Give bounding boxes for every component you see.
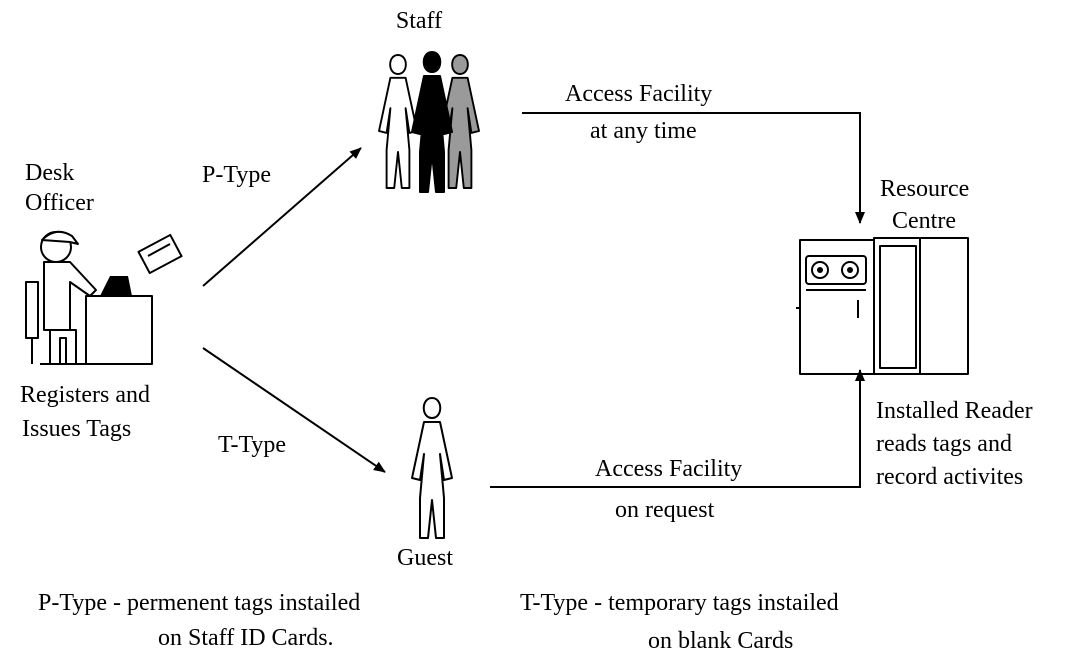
t-type-label: T-Type <box>218 432 286 458</box>
desk-officer-icon <box>25 230 183 365</box>
reader-label-line3: record activites <box>876 464 1023 490</box>
registers-label-line2: Issues Tags <box>22 416 131 442</box>
t-type-note-line2: on blank Cards <box>648 628 793 654</box>
guest-person-icon <box>411 397 453 539</box>
p-type-note-line1: P-Type - permenent tags instailed <box>38 590 360 616</box>
desk-officer-label-line1: Desk <box>25 160 74 186</box>
t-type-note-line1: T-Type - temporary tags instailed <box>520 590 839 616</box>
resource-centre-machine-icon <box>796 237 969 375</box>
p-type-label: P-Type <box>202 162 271 188</box>
resource-label-line1: Resource <box>880 176 969 202</box>
guest-label: Guest <box>397 545 453 571</box>
reader-label-line2: reads tags and <box>876 431 1012 457</box>
registers-label-line1: Registers and <box>20 382 150 408</box>
staff-group-icon <box>378 51 480 193</box>
desk-officer-label-line2: Officer <box>25 190 94 216</box>
t-type-arrow <box>202 347 386 473</box>
staff-label: Staff <box>396 8 442 34</box>
tag-card-icon <box>137 233 183 275</box>
guest-access-arrow <box>490 369 865 488</box>
reader-label-line1: Installed Reader <box>876 398 1033 424</box>
guest-access-label-line2: on request <box>615 497 715 523</box>
guest-access-label-line1: Access Facility <box>595 456 742 482</box>
p-type-arrow <box>202 147 362 287</box>
staff-access-label-line2: at any time <box>590 118 697 144</box>
p-type-note-line2: on Staff ID Cards. <box>158 625 334 651</box>
staff-access-arrow <box>522 112 865 224</box>
staff-access-label-line1: Access Facility <box>565 81 712 107</box>
resource-label-line2: Centre <box>892 208 956 234</box>
